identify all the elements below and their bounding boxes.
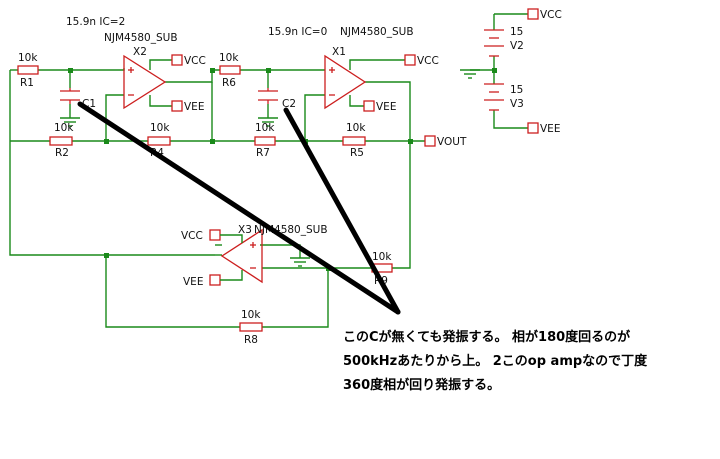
- x3-vee-label: VEE: [183, 276, 203, 288]
- port-vout-label: VOUT: [437, 136, 467, 148]
- port-vee-main[interactable]: [527, 122, 539, 134]
- wires: [9, 13, 528, 328]
- ground-symbols: [60, 69, 480, 267]
- port-vcc-main[interactable]: [527, 8, 539, 20]
- v3-value-label: 15: [510, 84, 523, 96]
- capacitor-c1[interactable]: [60, 88, 80, 104]
- port-x2-vcc[interactable]: [171, 54, 183, 66]
- x1-ref-label: X1: [332, 46, 346, 58]
- port-x3-vcc[interactable]: [209, 229, 221, 241]
- r7-value-label: 10k: [255, 122, 275, 134]
- r7-ref-label: R7: [256, 147, 270, 159]
- ground-supply-icon: [460, 69, 480, 79]
- annotation-line-c1: [77, 101, 401, 315]
- r6-value-label: 10k: [219, 52, 239, 64]
- annotation-line-c2: [283, 107, 401, 315]
- r5-ref-label: R5: [350, 147, 364, 159]
- port-vout[interactable]: [424, 135, 436, 147]
- port-x3-vee[interactable]: [209, 274, 221, 286]
- annotation-line-1: このCが無くても発振する。 相が180度回るのが: [343, 330, 631, 345]
- resistor-r4[interactable]: [147, 136, 171, 146]
- opamp-x1[interactable]: [324, 54, 367, 110]
- resistor-r6[interactable]: [219, 65, 241, 75]
- r5-value-label: 10k: [346, 122, 366, 134]
- r6-ref-label: R6: [222, 77, 236, 89]
- r9-value-label: 10k: [372, 251, 392, 263]
- c1-value-label: 15.9n IC=2: [66, 16, 125, 28]
- ground-c1-icon: [60, 117, 80, 127]
- r4-value-label: 10k: [150, 122, 170, 134]
- voltage-source-v3[interactable]: [484, 83, 504, 111]
- ground-x3-icon: [290, 257, 310, 267]
- annotation-line-2: 500kHzあたりから上。 2このop ampなので丁度: [343, 354, 648, 369]
- r2-ref-label: R2: [55, 147, 69, 159]
- x1-vcc-label: VCC: [417, 55, 439, 67]
- resistor-r7[interactable]: [254, 136, 276, 146]
- c2-value-label: 15.9n IC=0: [268, 26, 327, 38]
- components: [17, 8, 539, 332]
- x2-ref-label: X2: [133, 46, 147, 58]
- c2-ref-label: C2: [282, 98, 296, 110]
- resistor-r8[interactable]: [239, 322, 263, 332]
- labels: 15.9n IC=2 C1 15.9n IC=0 C2 NJM4580_SUB …: [18, 9, 562, 346]
- port-vee-label: VEE: [540, 123, 560, 135]
- port-x1-vcc[interactable]: [404, 54, 416, 66]
- x2-vcc-label: VCC: [184, 55, 206, 67]
- v2-value-label: 15: [510, 26, 523, 38]
- opamp-x2[interactable]: [123, 54, 167, 110]
- annotation-arrows: [77, 101, 401, 315]
- resistor-r2[interactable]: [49, 136, 73, 146]
- resistor-r1[interactable]: [17, 65, 39, 75]
- r1-value-label: 10k: [18, 52, 38, 64]
- port-vcc-label: VCC: [540, 9, 562, 21]
- r1-ref-label: R1: [20, 77, 34, 89]
- x1-vee-label: VEE: [376, 101, 396, 113]
- capacitor-c2[interactable]: [258, 88, 278, 104]
- port-x1-vee[interactable]: [363, 100, 375, 112]
- annotation-text: このCが無くても発振する。 相が180度回るのが 500kHzあたりから上。 2…: [343, 326, 713, 398]
- r8-value-label: 10k: [241, 309, 261, 321]
- port-x2-vee[interactable]: [171, 100, 183, 112]
- x1-model-label: NJM4580_SUB: [340, 26, 414, 38]
- x3-ref-label: X3: [238, 224, 252, 236]
- x2-model-label: NJM4580_SUB: [104, 32, 178, 44]
- x2-vee-label: VEE: [184, 101, 204, 113]
- annotation-line-3: 360度相が回り発振する。: [343, 378, 501, 393]
- resistor-r5[interactable]: [342, 136, 366, 146]
- ground-c2-icon: [258, 117, 278, 127]
- r2-value-label: 10k: [54, 122, 74, 134]
- v2-ref-label: V2: [510, 40, 524, 52]
- x3-supply-wires: [220, 234, 243, 281]
- voltage-source-v2[interactable]: [484, 29, 504, 57]
- r8-ref-label: R8: [244, 334, 258, 346]
- x3-vcc-label: VCC: [181, 230, 203, 242]
- v3-ref-label: V3: [510, 98, 524, 110]
